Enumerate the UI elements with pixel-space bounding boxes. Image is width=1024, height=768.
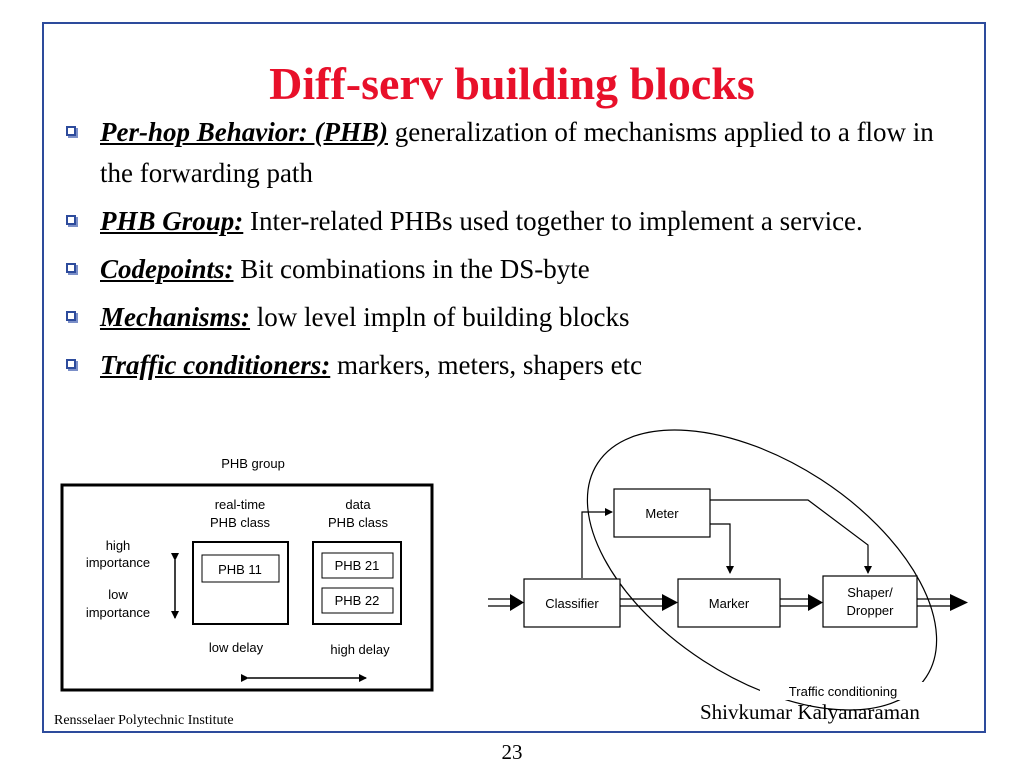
classifier-label: Classifier — [545, 596, 599, 611]
high-importance-label: importance — [86, 555, 150, 570]
bullet-item: PHB Group: Inter-related PHBs used toget… — [60, 201, 965, 242]
traffic-conditioning-ellipse — [586, 429, 938, 711]
bullet-text: Inter-related PHBs used together to impl… — [243, 206, 863, 236]
bullet-term: Per-hop Behavior: (PHB) — [100, 117, 388, 147]
data-class-label: data — [345, 497, 371, 512]
phb-group-diagram: PHB group real-time PHB class data PHB c… — [60, 456, 434, 692]
flow-arrowhead-icon — [510, 594, 524, 611]
bullet-text: low level impln of building blocks — [250, 302, 630, 332]
flow-arrowhead-icon — [808, 594, 823, 611]
meter-label: Meter — [645, 506, 679, 521]
square-bullet-icon — [66, 263, 76, 273]
bullet-item: Mechanisms: low level impln of building … — [60, 297, 965, 338]
classifier-box — [523, 578, 621, 628]
phb22-box — [321, 587, 394, 614]
bullet-term: Mechanisms: — [100, 302, 251, 332]
bullet-item: Traffic conditioners: markers, meters, s… — [60, 345, 965, 386]
shaper-label: Dropper — [847, 603, 895, 618]
traffic-conditioning-label: Traffic conditioning — [789, 684, 897, 699]
meter-to-shaper-arrow — [710, 499, 872, 574]
bullet-term: PHB Group: — [100, 206, 244, 236]
meter-box — [613, 488, 711, 538]
high-delay-label: high delay — [330, 642, 390, 657]
marker-label: Marker — [709, 596, 750, 611]
phb-group-label: PHB group — [221, 456, 285, 471]
page-number: 23 — [501, 740, 523, 764]
low-importance-label: low — [108, 587, 128, 602]
square-bullet-icon — [66, 126, 76, 136]
square-bullet-icon — [66, 359, 76, 369]
shaper-box — [822, 575, 918, 628]
square-bullet-icon — [66, 311, 76, 321]
bullet-text: generalization of mechanisms applied to … — [100, 117, 934, 188]
bullet-text: Bit combinations in the DS-byte — [233, 254, 590, 284]
slide-title: Diff-serv building blocks — [269, 58, 755, 109]
realtime-class-label: real-time — [215, 497, 266, 512]
low-delay-label: low delay — [209, 640, 264, 655]
conditioning-label-bg — [760, 682, 928, 700]
low-importance-label: importance — [86, 605, 150, 620]
bullet-text: markers, meters, shapers etc — [330, 350, 643, 380]
phb21-box — [321, 552, 394, 579]
phb22-label: PHB 22 — [335, 593, 380, 608]
bullet-term: Codepoints: — [100, 254, 234, 284]
realtime-class-box — [192, 541, 289, 625]
meter-to-marker-arrow — [710, 523, 734, 574]
bullet-term: Traffic conditioners: — [100, 350, 331, 380]
shaper-label: Shaper/ — [847, 585, 893, 600]
realtime-class-label: PHB class — [210, 515, 270, 530]
flow-arrowhead-icon — [662, 594, 678, 611]
classifier-to-meter-arrow — [581, 508, 613, 578]
bullet-item: Per-hop Behavior: (PHB) generalization o… — [60, 112, 965, 194]
footer-author: Shivkumar Kalyanaraman — [700, 700, 920, 724]
data-class-label: PHB class — [328, 515, 388, 530]
traffic-conditioning-diagram: Meter Classifier Marker Shaper/ Dropper … — [488, 429, 968, 711]
square-bullet-icon — [66, 215, 76, 225]
high-importance-label: high — [106, 538, 131, 553]
bullet-list: Per-hop Behavior: (PHB) generalization o… — [60, 112, 965, 393]
bullet-item: Codepoints: Bit combinations in the DS-b… — [60, 249, 965, 290]
phb11-label: PHB 11 — [218, 562, 262, 577]
phb11-box — [201, 554, 280, 583]
phb21-label: PHB 21 — [335, 558, 380, 573]
footer-institution: Rensselaer Polytechnic Institute — [54, 713, 234, 728]
marker-box — [677, 578, 781, 628]
slide-frame — [42, 22, 986, 733]
flow-arrowhead-icon — [950, 594, 968, 611]
